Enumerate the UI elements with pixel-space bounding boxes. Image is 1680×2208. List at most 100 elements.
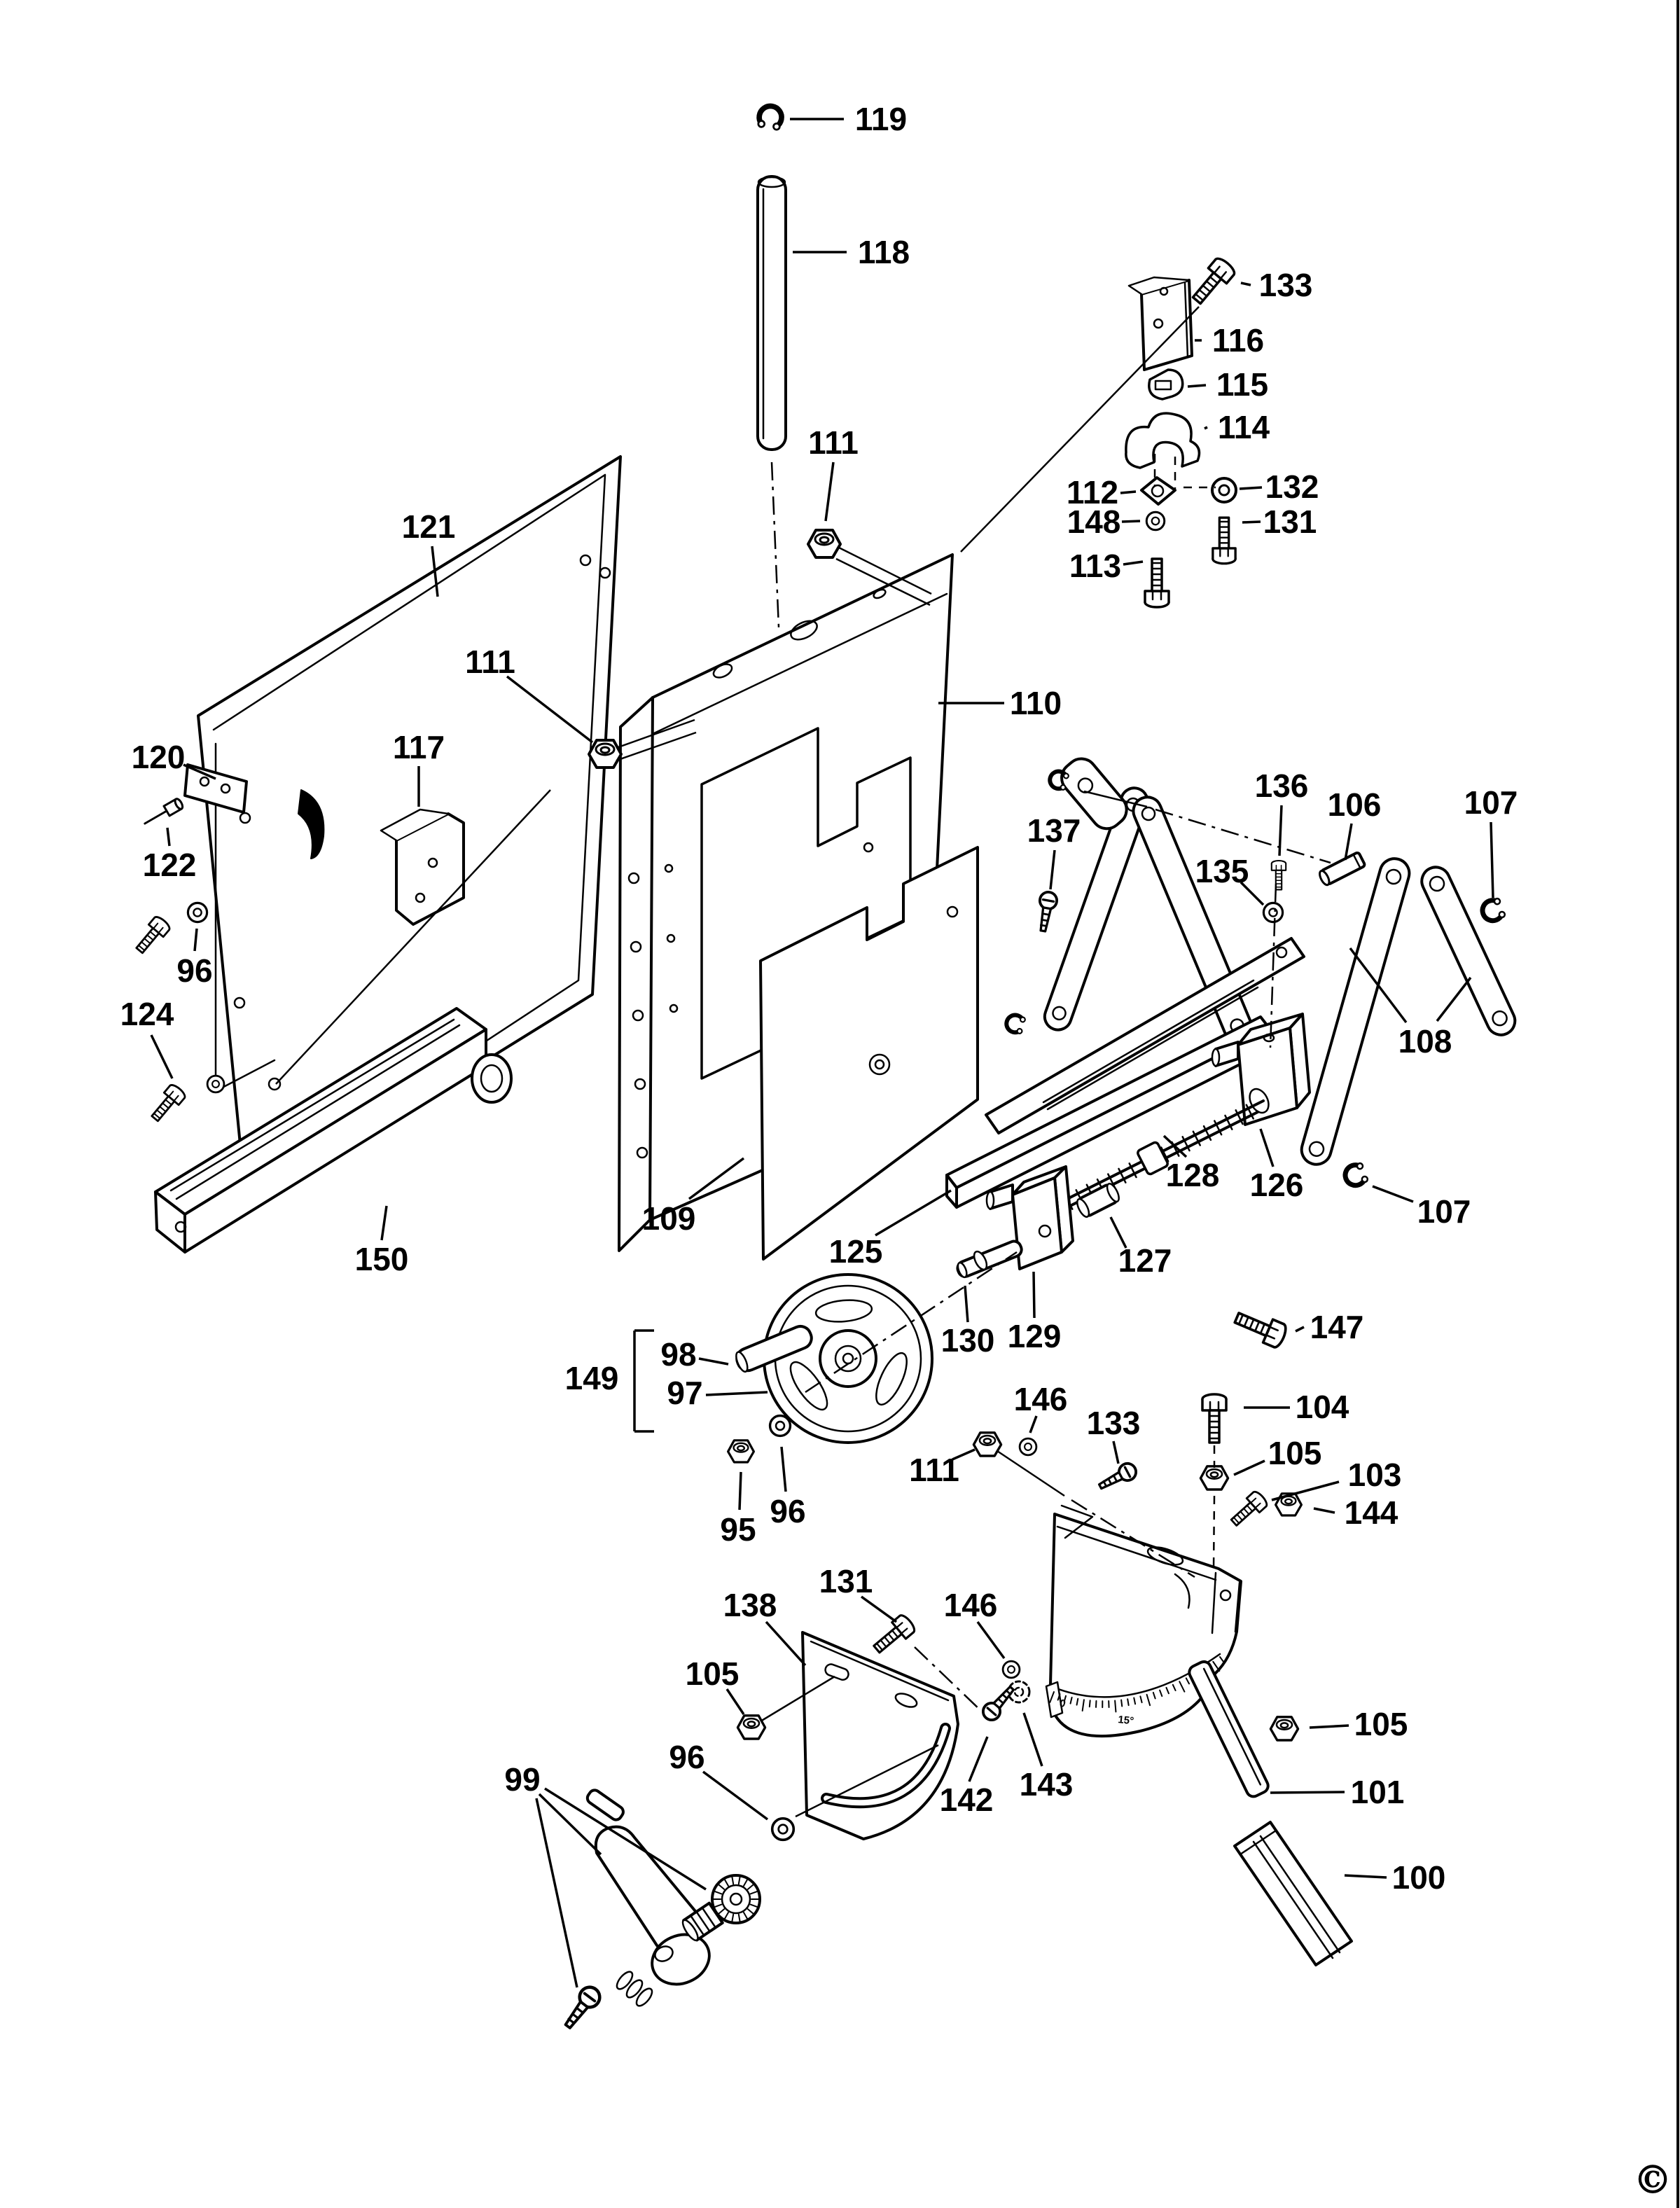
leader-line-107b — [1372, 1185, 1414, 1203]
part-label-group-142: 142 — [940, 1736, 993, 1818]
leader-line-108 — [1436, 976, 1472, 1022]
scale-label-15: 15° — [1118, 1714, 1134, 1727]
part-label-group-113: 113 — [1069, 548, 1144, 584]
leader-line-121 — [431, 546, 439, 597]
leader-line-131b — [860, 1595, 898, 1623]
part-label-group-111a: 111 — [808, 424, 859, 522]
part-label-group-112: 112 — [1067, 474, 1137, 511]
bolt-104 — [1201, 1393, 1228, 1444]
part-label-96b: 96 — [770, 1493, 805, 1529]
washer-143-dashed — [1007, 1680, 1031, 1704]
part-label-131b: 131 — [819, 1563, 873, 1599]
copyright-symbol: © — [1633, 2157, 1672, 2203]
spring-99 — [616, 1971, 653, 2007]
part-label-108: 108 — [1398, 1023, 1452, 1060]
washer-132 — [1211, 477, 1237, 504]
leader-line-114 — [1204, 426, 1208, 430]
part-label-124: 124 — [120, 996, 174, 1032]
part-label-144: 144 — [1345, 1494, 1398, 1531]
part-label-125: 125 — [829, 1233, 883, 1270]
part-label-133b: 133 — [1087, 1405, 1141, 1441]
washer-124 — [206, 1074, 225, 1094]
part-label-150: 150 — [355, 1241, 409, 1277]
leader-line-115 — [1187, 384, 1207, 388]
leader-line-97 — [705, 1391, 768, 1396]
screw-133-lower — [1096, 1461, 1139, 1494]
washer-96-left — [186, 901, 209, 924]
screw-103 — [1226, 1488, 1270, 1531]
part-label-group-146b: 146 — [944, 1587, 1006, 1660]
part-label-group-119: 119 — [790, 101, 907, 137]
leader-line-95 — [738, 1471, 742, 1511]
part-label-group-137: 137 — [1027, 812, 1081, 890]
leader-line-135 — [1240, 881, 1265, 906]
part-label-98: 98 — [660, 1336, 696, 1373]
part-label-111b: 111 — [465, 644, 515, 680]
leader-line-120 — [183, 763, 216, 780]
part-label-148: 148 — [1067, 504, 1121, 540]
part-label-group-126: 126 — [1250, 1128, 1304, 1203]
part-label-group-105c: 105 — [1309, 1706, 1408, 1742]
part-label-group-146a: 146 — [1014, 1381, 1067, 1433]
part-label-group-120: 120 — [132, 739, 216, 780]
bracket-116 — [1127, 276, 1193, 371]
part-label-group-96b: 96 — [770, 1446, 806, 1529]
part-label-group-105b: 105 — [686, 1655, 745, 1715]
nut-105-right — [1269, 1716, 1300, 1742]
guard-plate-138 — [801, 1631, 959, 1840]
leader-line-136 — [1278, 805, 1283, 856]
part-label-group-144: 144 — [1313, 1494, 1398, 1531]
washer-148 — [1145, 511, 1166, 532]
part-label-105b: 105 — [686, 1655, 740, 1692]
part-label-106: 106 — [1328, 786, 1382, 823]
part-label-127: 127 — [1118, 1242, 1172, 1279]
leader-line-96c — [702, 1770, 769, 1821]
bracket-120 — [183, 763, 248, 814]
construction-lines — [275, 306, 1331, 1818]
leg-end-cap-100 — [1233, 1821, 1353, 1966]
part-label-group-111b: 111 — [465, 644, 594, 744]
handle-98 — [735, 1324, 813, 1373]
part-label-group-148: 148 — [1067, 504, 1141, 540]
leader-line-143 — [1022, 1712, 1043, 1767]
leader-line-100 — [1344, 1874, 1387, 1879]
part-label-group-110: 110 — [938, 685, 1062, 721]
part-label-group-95: 95 — [720, 1471, 756, 1548]
bracket-117 — [380, 808, 465, 926]
angle-rail-125 — [945, 1015, 1272, 1209]
leader-line-96b — [780, 1446, 787, 1492]
part-label-143: 143 — [1020, 1766, 1074, 1803]
part-label-121: 121 — [402, 508, 456, 545]
leader-line-146a — [1029, 1415, 1038, 1433]
part-label-126: 126 — [1250, 1167, 1304, 1203]
link-arm-right-1 — [1300, 857, 1411, 1166]
leader-line-113 — [1123, 560, 1144, 566]
part-label-group-149: 149 — [565, 1329, 654, 1433]
pivot-pin-106 — [1316, 850, 1367, 888]
part-label-group-147: 147 — [1295, 1309, 1363, 1345]
knurled-sleeve — [681, 1901, 724, 1942]
part-label-group-98: 98 — [660, 1336, 729, 1373]
part-label-group-133b: 133 — [1087, 1405, 1141, 1464]
part-label-131a: 131 — [1263, 504, 1317, 540]
shaft-washer — [973, 1250, 988, 1271]
part-label-101: 101 — [1351, 1774, 1405, 1810]
leader-line-106 — [1344, 823, 1353, 861]
part-label-135: 135 — [1195, 853, 1249, 889]
screw-142 — [980, 1683, 1018, 1723]
link-arm-right-2 — [1420, 866, 1517, 1036]
washer-96-wheel — [768, 1414, 792, 1438]
part-label-group-99: 99 — [504, 1761, 707, 1988]
part-label-group-109: 109 — [642, 1157, 745, 1237]
leader-line-99 — [544, 1787, 707, 1891]
part-label-118: 118 — [858, 234, 910, 270]
slide-bar-126 — [985, 937, 1305, 1134]
part-label-110: 110 — [1010, 685, 1062, 721]
part-label-group-122: 122 — [143, 827, 196, 883]
link-arm-left — [1043, 786, 1149, 1032]
leader-line-111b — [506, 675, 594, 744]
part-label-115: 115 — [1216, 366, 1268, 403]
part-label-group-115: 115 — [1187, 366, 1268, 403]
